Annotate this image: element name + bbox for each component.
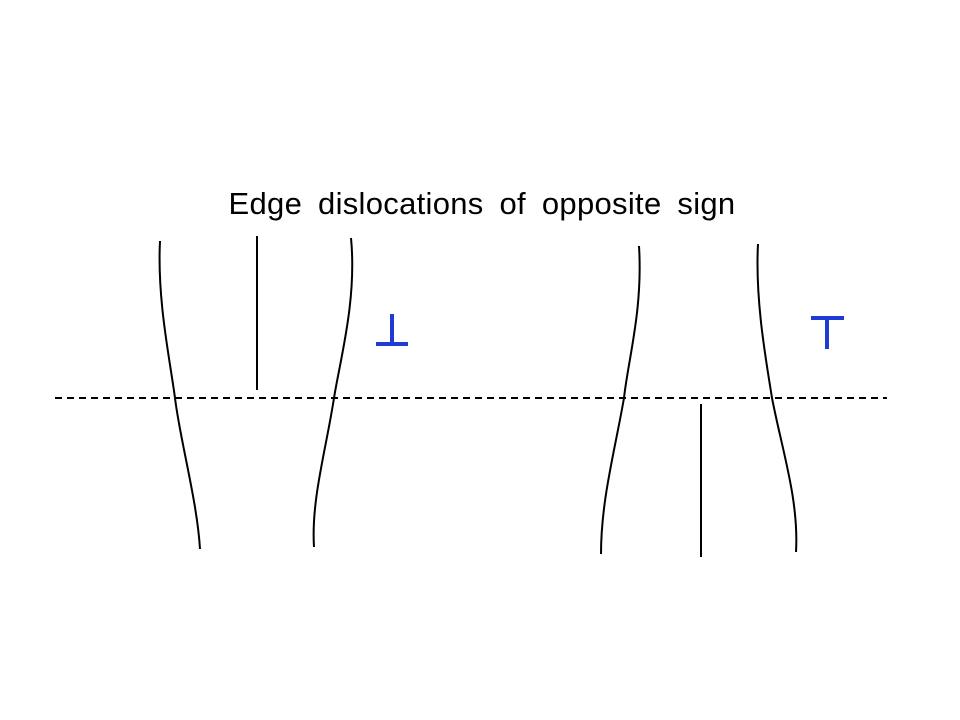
left-lattice-plane-outer-right (312, 237, 354, 548)
negative-edge-symbol-icon (811, 316, 844, 349)
right-lattice-plane-outer-left (600, 245, 641, 555)
positive-edge-symbol-icon (376, 314, 408, 346)
diagram-title: Edge dislocations of opposite sign (228, 186, 736, 221)
left-lattice-plane-outer-left (158, 240, 201, 550)
left-dislocation (158, 236, 408, 550)
right-dislocation (600, 243, 844, 557)
right-lattice-plane-outer-right (756, 243, 798, 553)
